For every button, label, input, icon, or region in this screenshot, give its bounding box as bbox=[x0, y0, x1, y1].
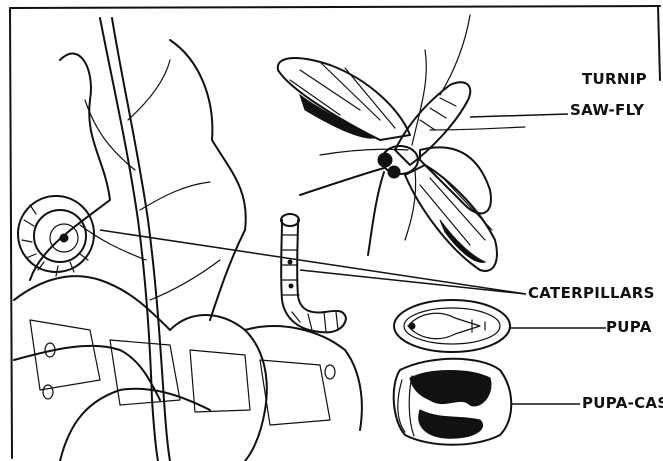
leader-sawfly bbox=[470, 114, 568, 117]
leader-caterpillar-upright bbox=[300, 270, 526, 294]
leader-lines bbox=[100, 114, 606, 404]
label-pupa-case: PUPA-CASE bbox=[582, 396, 663, 411]
pupa bbox=[394, 300, 510, 352]
saw-fly bbox=[278, 15, 525, 271]
pupa-case bbox=[394, 359, 512, 445]
leader-caterpillar-curled bbox=[100, 230, 526, 294]
label-pupa: PUPA bbox=[606, 320, 652, 335]
label-turnip: TURNIP bbox=[582, 72, 647, 87]
label-sawfly: SAW-FLY bbox=[570, 103, 644, 118]
label-caterpillars: CATERPILLARS bbox=[528, 286, 655, 301]
frame bbox=[10, 6, 660, 458]
curled-caterpillar bbox=[18, 196, 94, 276]
